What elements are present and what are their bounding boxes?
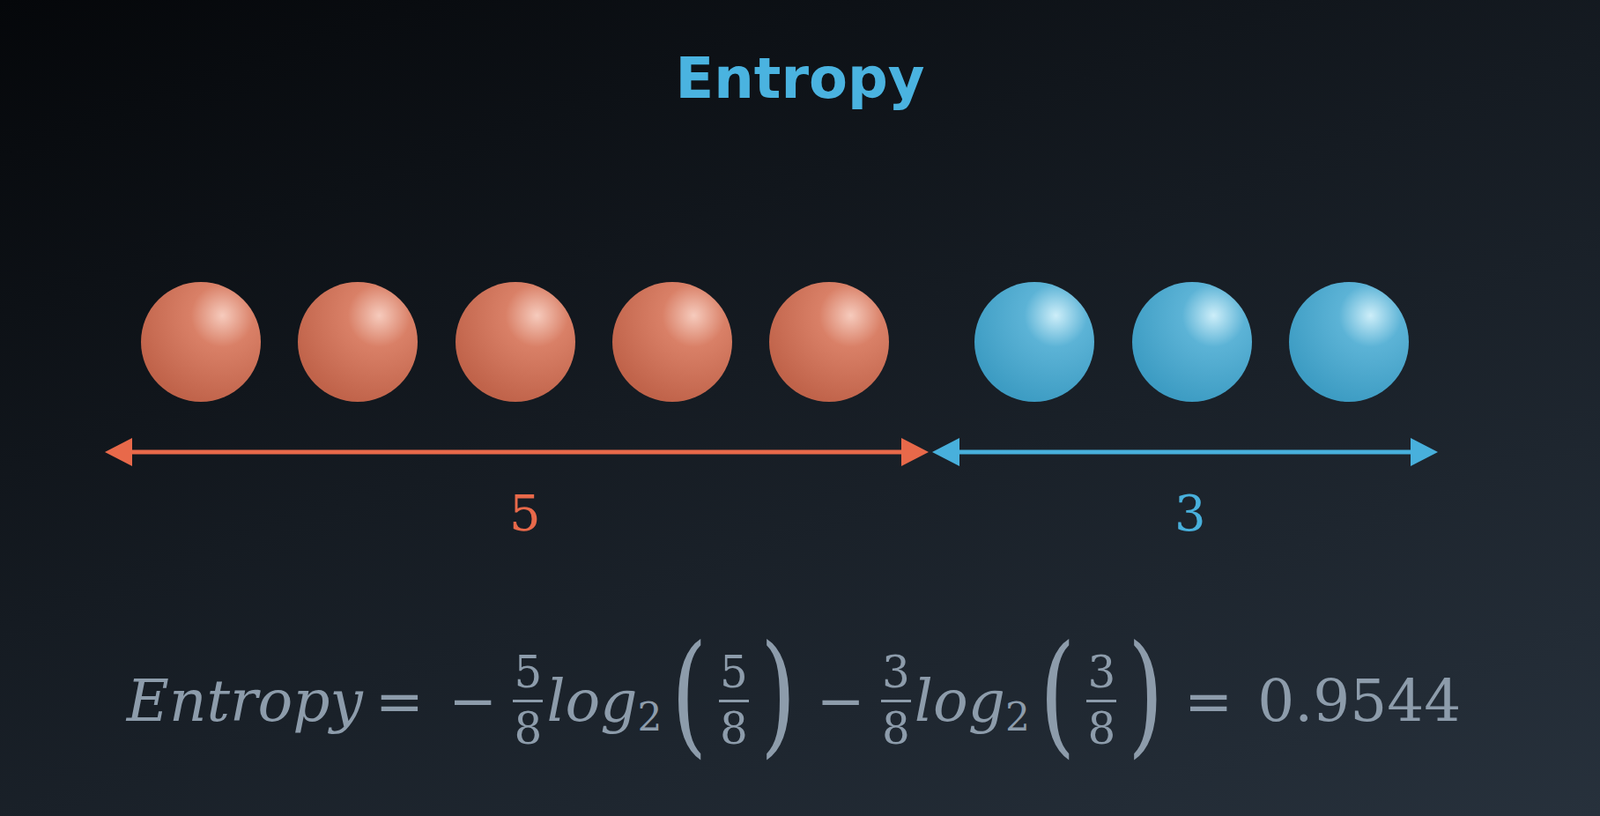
math-word: Entropy bbox=[126, 666, 363, 735]
math-operator: − bbox=[816, 666, 866, 735]
red-ball bbox=[769, 281, 889, 402]
title: Entropy bbox=[0, 45, 1600, 112]
parenthesis: ( bbox=[1039, 627, 1076, 760]
fraction: 58 bbox=[718, 649, 749, 752]
entropy-formula: Entropy=−58log2(58)−38log2(38)=0.9544 bbox=[0, 616, 1600, 785]
denominator: 8 bbox=[881, 705, 911, 753]
blue-ball bbox=[1288, 281, 1409, 402]
math-word: log bbox=[546, 666, 638, 735]
red-ball bbox=[297, 281, 418, 402]
math-operator: = bbox=[1184, 666, 1233, 735]
red-span-arrow bbox=[104, 437, 929, 467]
numerator: 3 bbox=[1088, 649, 1117, 697]
numerator: 5 bbox=[513, 649, 542, 697]
blue-ball bbox=[974, 281, 1095, 402]
denominator: 8 bbox=[719, 705, 749, 753]
numerator: 5 bbox=[719, 649, 749, 697]
red-ball bbox=[455, 281, 576, 402]
red-balls bbox=[140, 281, 889, 402]
denominator: 8 bbox=[1088, 705, 1117, 753]
fraction: 38 bbox=[1086, 649, 1117, 752]
blue-span-arrow bbox=[932, 437, 1438, 467]
fraction: 38 bbox=[881, 649, 912, 752]
math-word: log bbox=[914, 666, 1006, 735]
count-label: 5 bbox=[509, 488, 541, 539]
denominator: 8 bbox=[513, 705, 542, 753]
result-value: 0.9544 bbox=[1257, 666, 1461, 735]
parenthesis: ) bbox=[760, 627, 797, 760]
math-operator: − bbox=[448, 666, 497, 735]
log-base: 2 bbox=[637, 694, 662, 740]
fraction-bar bbox=[881, 699, 912, 703]
log-base: 2 bbox=[1005, 694, 1030, 740]
blue-balls bbox=[974, 281, 1409, 402]
parenthesis: ( bbox=[671, 627, 708, 760]
numerator: 3 bbox=[881, 649, 911, 697]
red-ball bbox=[140, 281, 261, 402]
count-label: 3 bbox=[1174, 488, 1207, 539]
fraction-bar bbox=[1086, 699, 1117, 703]
parenthesis: ) bbox=[1127, 627, 1164, 760]
math-operator: = bbox=[375, 666, 424, 735]
fraction-bar bbox=[512, 699, 543, 703]
red-ball bbox=[612, 281, 733, 402]
blue-ball bbox=[1132, 281, 1252, 402]
fraction-bar bbox=[718, 699, 749, 703]
fraction: 58 bbox=[512, 649, 543, 752]
